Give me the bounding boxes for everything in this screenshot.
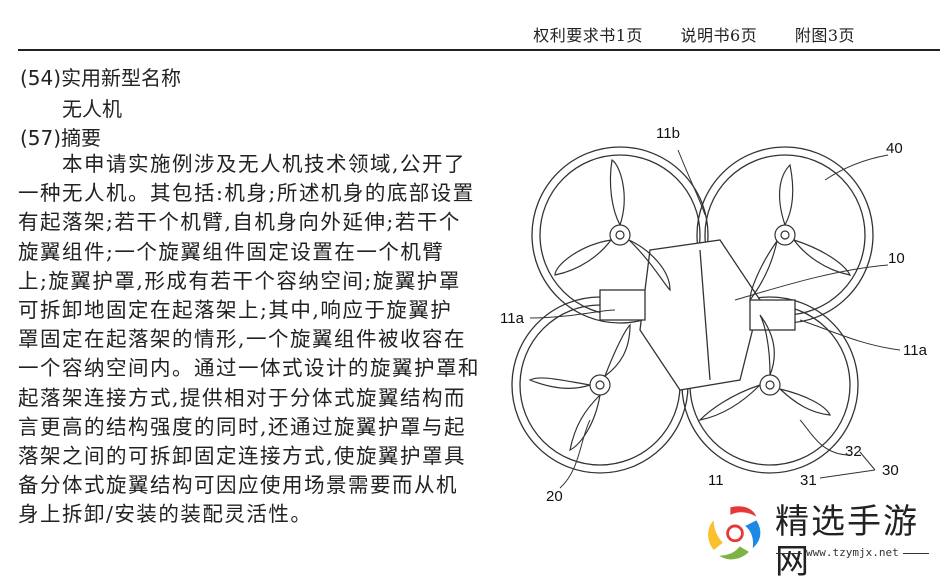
abstract-line: 有起落架;若干个机臂,自机身向外延伸;若干个 (18, 210, 461, 235)
abstract-text: 本申请实施例涉及无人机技术领域,公开了 一种无人机。其包括:机身;所述机身的底部… (18, 150, 480, 530)
abstract-line: 起落架连接方式,提供相对于分体式旋翼结构而 (18, 385, 467, 410)
label-11a-right: 11a (903, 342, 927, 359)
section-code: (54) (20, 66, 62, 90)
abstract-line: 言更高的结构强度的同时,还通过旋翼护罩与起 (18, 414, 467, 439)
leader-lines (529, 149, 901, 489)
abstract-line: 上;旋翼护罩,形成有若干个容纳空间;旋翼护罩 (18, 268, 461, 293)
abstract-line: 罩固定在起落架的情形,一个旋翼组件被收容在 (18, 327, 467, 352)
propellers (528, 159, 852, 452)
header-description: 说明书6页 (680, 26, 758, 45)
abstract-line: 本申请实施例涉及无人机技术领域,公开了 (18, 152, 467, 176)
abstract-line: 备分体式旋翼结构可因应使用场景需要而从机 (18, 473, 458, 498)
label-10: 10 (888, 250, 905, 267)
drone-drawing (511, 146, 901, 489)
label-31: 31 (800, 472, 817, 489)
section-title: 摘要 (61, 126, 102, 150)
label-40: 40 (886, 140, 903, 157)
fuselage (599, 239, 796, 391)
abstract-line: 身上拆卸/安装的装配灵活性。 (18, 502, 313, 527)
abstract-line: 一种无人机。其包括:机身;所述机身的底部设置 (18, 181, 475, 206)
abstract-line: 一个容纳空间内。通过一体式设计的旋翼护罩和 (18, 356, 480, 381)
label-11: 11 (708, 472, 724, 489)
label-32: 32 (845, 443, 862, 460)
section-title: 实用新型名称 (61, 66, 182, 90)
label-30: 30 (882, 462, 899, 479)
utility-model-name: 无人机 (62, 97, 122, 121)
header-claims: 权利要求书1页 (533, 26, 643, 45)
section-54-heading: (54)实用新型名称 (20, 62, 181, 91)
abstract-line: 旋翼组件;一个旋翼组件固定设置在一个机臂 (18, 239, 445, 264)
label-11a-left: 11a (500, 310, 524, 327)
watermark-logo-icon (708, 506, 761, 560)
watermark: 精选手游网 www.tzymjx.net (700, 500, 950, 582)
abstract-line: 可拆卸地固定在起落架上;其中,响应于旋翼护 (18, 298, 453, 323)
abstract-line: 落架之间的可拆卸固定连接方式,使旋翼护罩具 (18, 444, 467, 469)
watermark-name: 精选手游网 (775, 502, 919, 582)
page-header: 权利要求书1页 说明书6页 附图3页 (515, 22, 855, 46)
label-11b: 11b (656, 125, 680, 142)
header-drawings: 附图3页 (794, 26, 855, 45)
section-57-heading: (57)摘要 (20, 122, 101, 151)
section-code: (57) (20, 126, 62, 150)
header-rule (18, 49, 940, 51)
label-20: 20 (546, 488, 563, 505)
watermark-url: www.tzymjx.net (772, 546, 933, 559)
